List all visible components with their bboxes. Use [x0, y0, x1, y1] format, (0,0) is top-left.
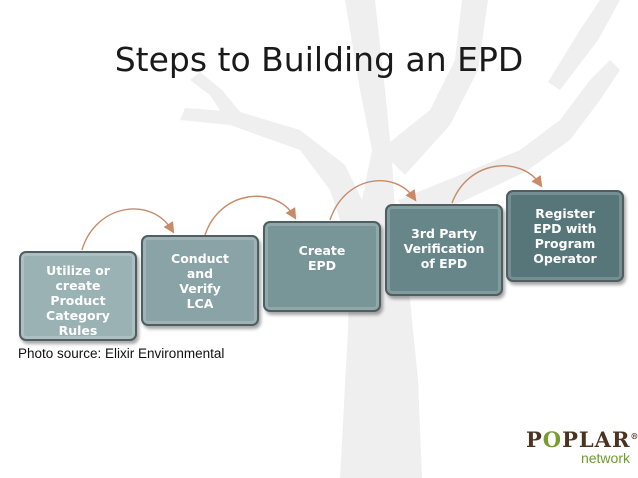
step-5-box: Register EPD with Program Operator	[506, 190, 624, 282]
arrow-3-to-4	[329, 179, 417, 221]
step-3-box: Create EPD	[263, 221, 381, 312]
arrow-4-to-5	[451, 165, 543, 204]
step-1-box: Utilize or create Product Category Rules	[19, 251, 137, 341]
step-3-label: Create EPD	[298, 243, 346, 273]
logo-subtitle: network	[580, 450, 630, 466]
step-2-box: Conduct and Verify LCA	[141, 235, 259, 326]
logo-wordmark: POPLAR®	[526, 427, 638, 452]
step-1-label: Utilize or create Product Category Rules	[46, 263, 110, 338]
step-4-box: 3rd Party Verification of EPD	[385, 204, 503, 296]
arrow-1-to-2	[81, 208, 175, 251]
photo-source-caption: Photo source: Elixir Environmental	[18, 346, 225, 361]
step-2-label: Conduct and Verify LCA	[171, 251, 229, 311]
poplar-network-logo: POPLAR® network	[526, 425, 638, 466]
arrow-2-to-3	[204, 195, 297, 236]
step-4-label: 3rd Party Verification of EPD	[403, 226, 485, 271]
slide-title: Steps to Building an EPD	[114, 40, 524, 79]
step-5-label: Register EPD with Program Operator	[533, 206, 597, 266]
